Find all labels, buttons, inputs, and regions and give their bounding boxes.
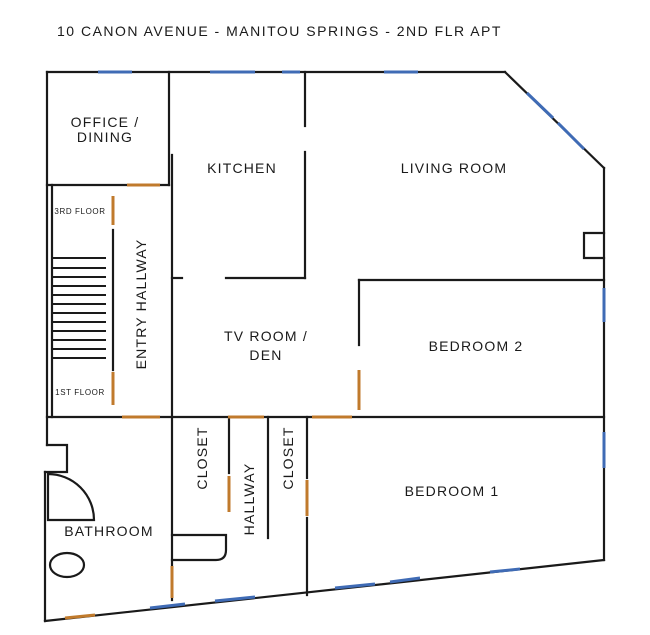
plan-title: 10 CANON AVENUE - MANITOU SPRINGS - 2ND … <box>57 23 502 39</box>
doors <box>64 183 361 620</box>
interior-walls <box>43 70 606 602</box>
hallway-label: HALLWAY <box>241 463 257 536</box>
kitchen-label: KITCHEN <box>207 160 277 176</box>
bedroom-2-label: BEDROOM 2 <box>429 338 524 354</box>
bathroom-label: BATHROOM <box>64 523 153 539</box>
first-floor-label: 1ST FLOOR <box>55 388 105 397</box>
room-labels: OFFICE / DINING KITCHEN LIVING ROOM 3RD … <box>54 114 524 539</box>
office-label-line2: DINING <box>77 129 133 145</box>
tv-room-label-line1: TV ROOM / <box>224 328 308 344</box>
bathroom-fixture <box>48 551 86 579</box>
staircase <box>52 257 106 359</box>
bedroom-1-label: BEDROOM 1 <box>405 483 500 499</box>
third-floor-label: 3RD FLOOR <box>54 207 105 216</box>
tv-room-label-line2: DEN <box>249 347 282 363</box>
office-label-line1: OFFICE / <box>71 114 140 130</box>
living-room-label: LIVING ROOM <box>401 160 508 176</box>
windows <box>98 70 606 610</box>
entry-hallway-label: ENTRY HALLWAY <box>133 239 149 370</box>
closet-left-label: CLOSET <box>194 426 210 489</box>
closet-right-label: CLOSET <box>280 426 296 489</box>
